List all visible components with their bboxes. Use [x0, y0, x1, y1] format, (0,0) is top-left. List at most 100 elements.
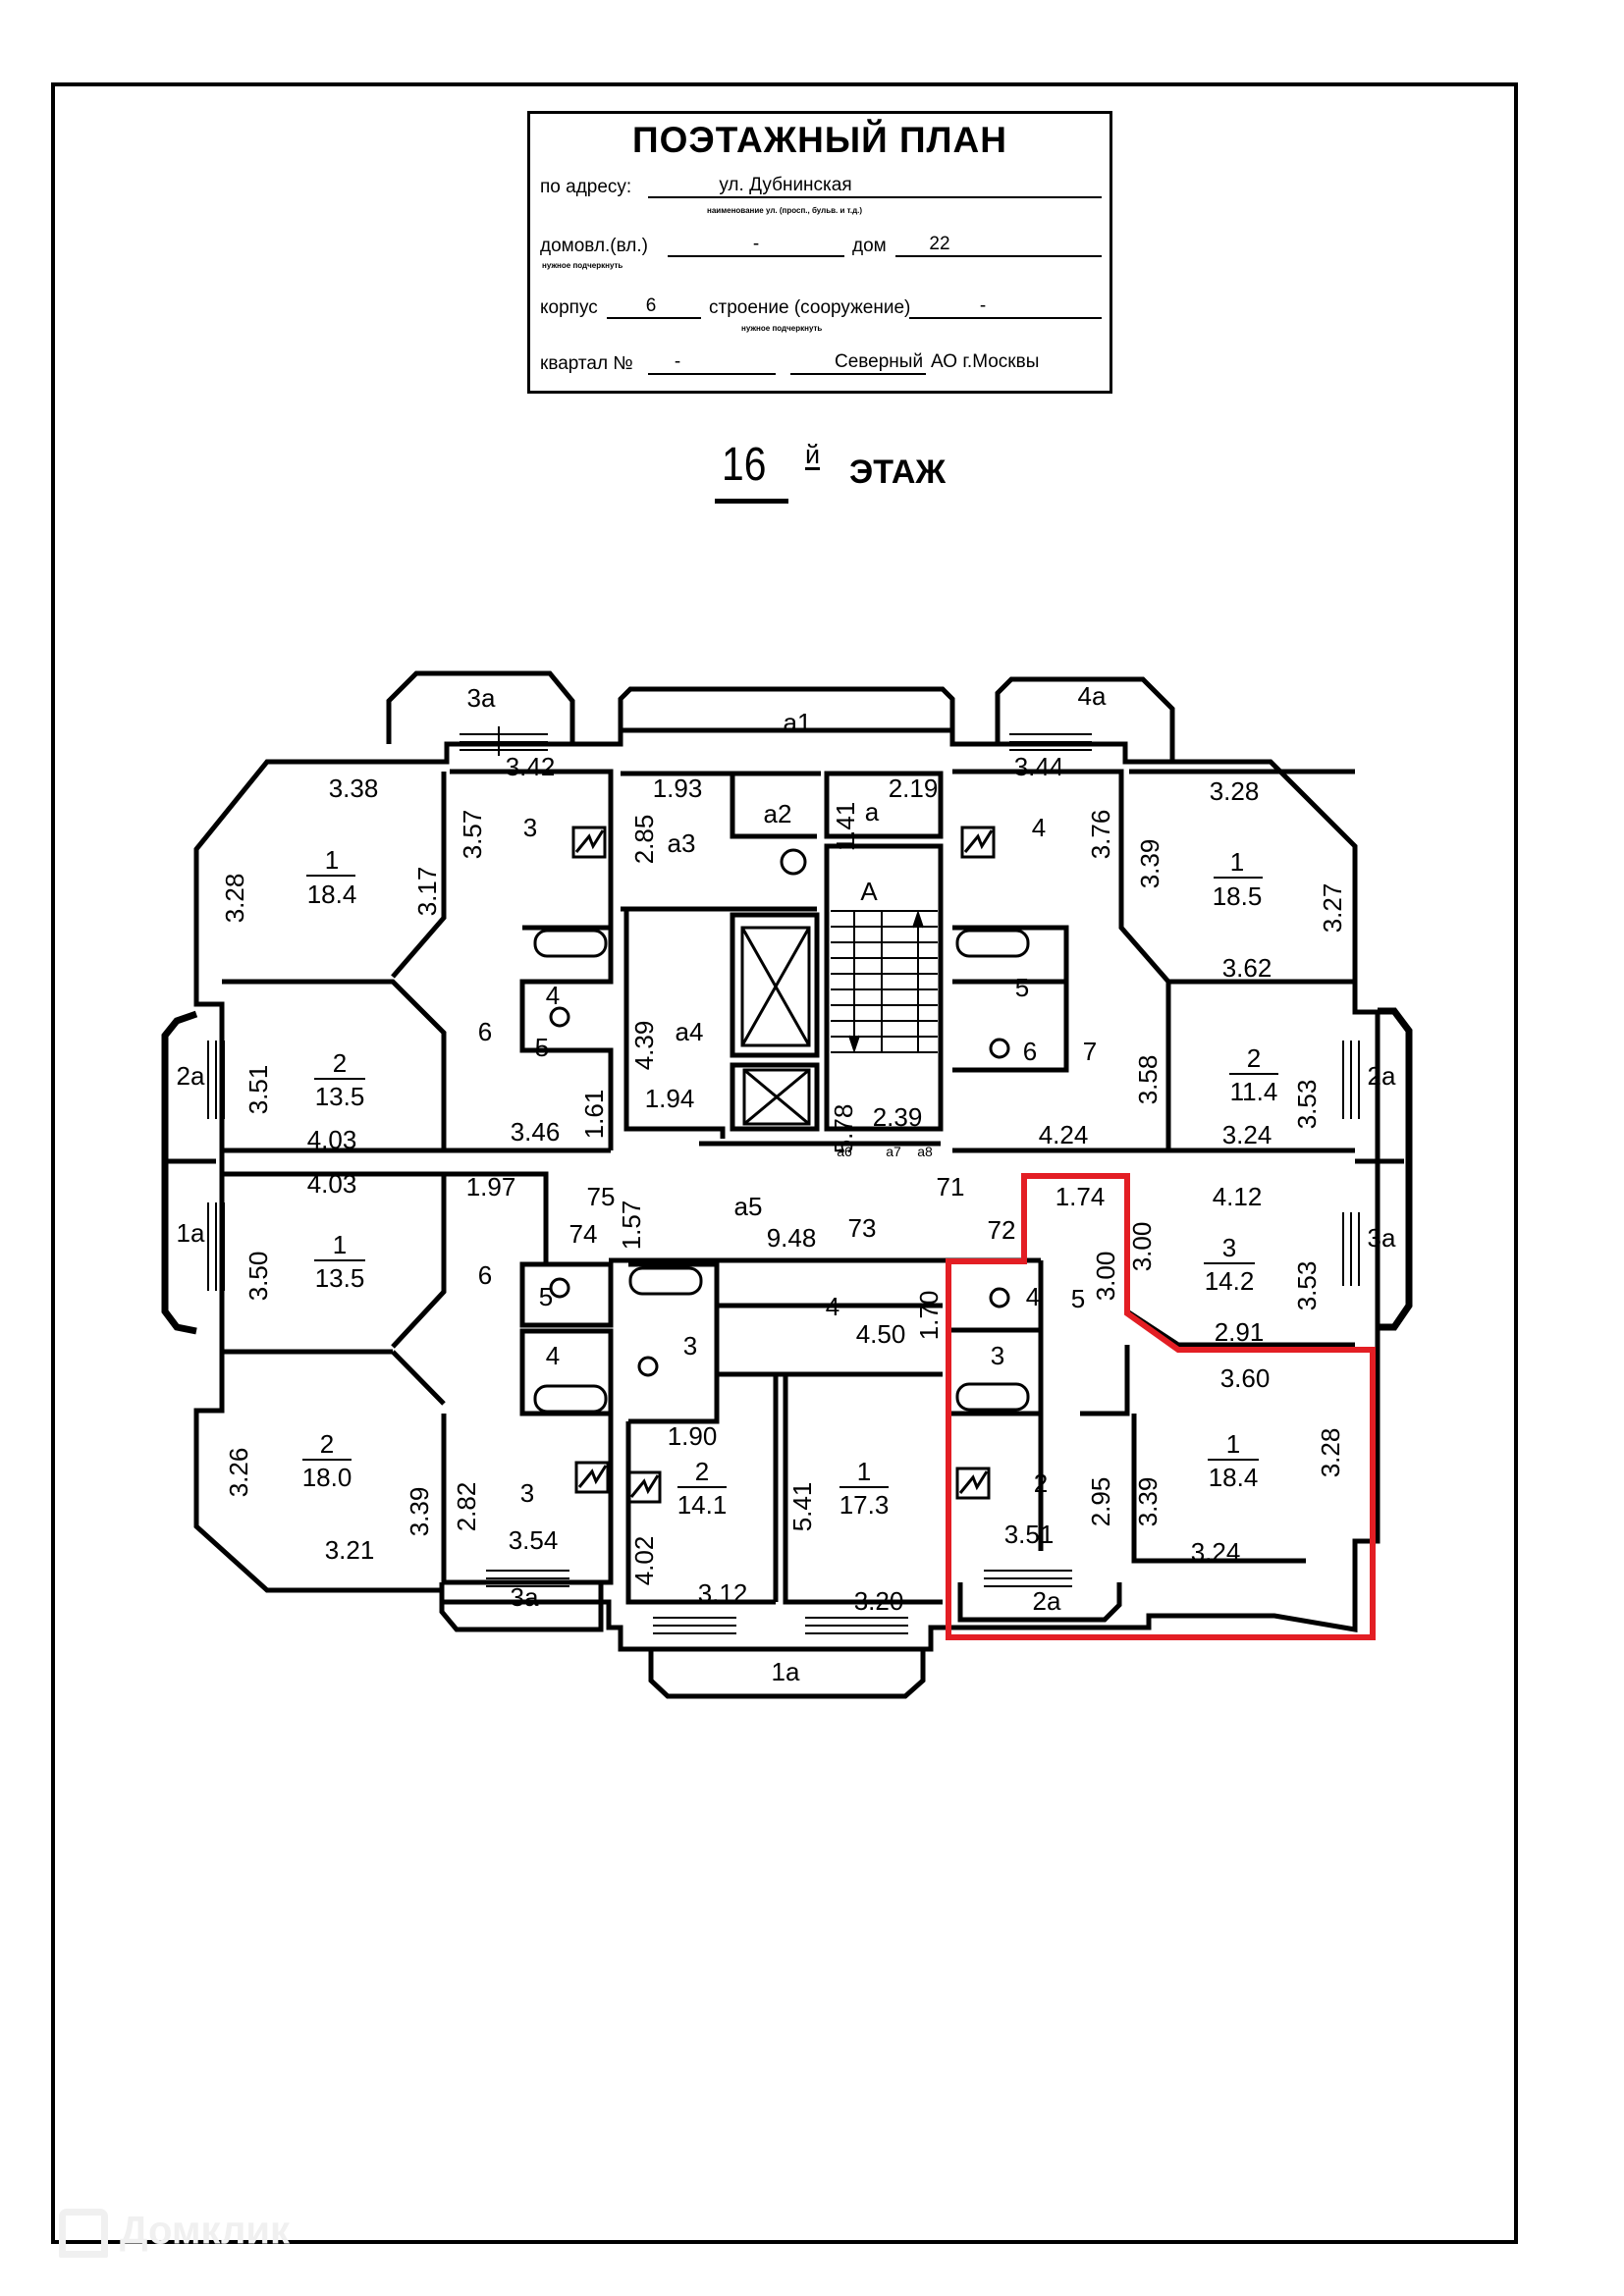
- hl-kitchen-num: 2: [1034, 1468, 1048, 1498]
- ne-room1-num: 1: [1230, 847, 1244, 877]
- domovl-underline: [668, 255, 844, 257]
- w-room2-area: 18.0: [302, 1463, 352, 1492]
- nw-kitchen-dim: 3.57: [458, 810, 487, 860]
- w-room1-area: 13.5: [315, 1263, 365, 1293]
- s-partitions: [609, 1257, 950, 1605]
- window-w-1: [207, 1202, 225, 1291]
- labels: 3а 3.38 3.28 3.17 1 18.4 3.42 3.57 3 4 5…: [177, 681, 1396, 1686]
- balcony-ne: [995, 676, 1175, 762]
- window-nw-kitchen: [460, 726, 548, 756]
- e-loggia-label: 3а: [1368, 1223, 1396, 1253]
- stove-icon-zigzag: [963, 829, 994, 853]
- core-dim: 2.19: [889, 774, 939, 803]
- bathtub-icon: [955, 1382, 1030, 1412]
- ne-room1-area: 18.5: [1213, 881, 1263, 911]
- hl-hall-dim: 1.74: [1056, 1182, 1106, 1211]
- stove-icon: [960, 826, 996, 859]
- kvartal-value: -: [674, 351, 681, 372]
- bathtub-icon: [533, 1384, 608, 1414]
- s-room1-dim: 3.20: [854, 1586, 904, 1616]
- stair-arrow-up-icon: [912, 909, 924, 1052]
- ne-room2-dim: 3.53: [1292, 1080, 1322, 1130]
- loggia-s: [648, 1649, 926, 1699]
- w-kitchen-dim: 3.54: [509, 1525, 559, 1555]
- s-loggia-label: 1а: [772, 1657, 800, 1686]
- stroenie-label: строение (сооружение): [709, 297, 911, 318]
- e-room3-dim: 4.12: [1213, 1182, 1263, 1211]
- stove-icon-zigzag: [577, 1465, 608, 1488]
- toilet-icon: [637, 1356, 659, 1377]
- nw-balcony-label: 3а: [467, 683, 496, 713]
- dom-label: дом: [852, 236, 887, 256]
- stroenie-value: -: [979, 295, 987, 316]
- kvartal-underline: [648, 373, 776, 375]
- floor-number-underline: [715, 499, 788, 504]
- s-room1-area: 17.3: [839, 1490, 890, 1520]
- stair-steps: [831, 910, 938, 1053]
- washbasin-icon: [780, 848, 807, 876]
- bathtub-icon: [533, 929, 608, 958]
- hl-room1-dim: 3.60: [1220, 1363, 1271, 1393]
- s-kitchen-dim: 1.90: [668, 1421, 718, 1451]
- window-sw-kitchen: [486, 1570, 569, 1587]
- core-partitions: [621, 771, 944, 1147]
- stair-arrow-down-icon: [848, 911, 860, 1054]
- hl-loggia-label: 2а: [1033, 1586, 1061, 1616]
- window-ne-kitchen: [1009, 733, 1092, 751]
- e-room3-dim: 2.91: [1215, 1317, 1265, 1347]
- core-dim: 1.41: [831, 802, 860, 852]
- w-room1-dim: 3.50: [244, 1252, 273, 1302]
- stove-icon-zigzag: [629, 1474, 660, 1498]
- e-room3-num: 3: [1222, 1233, 1236, 1262]
- core-dim: 4.39: [629, 1021, 659, 1071]
- ne-room1-dim: 3.28: [1210, 776, 1260, 806]
- w-bath-num: 4: [546, 1341, 560, 1370]
- w-wc-num: 5: [539, 1282, 553, 1311]
- window-s: [653, 1617, 908, 1634]
- hl-room1-dim: 3.39: [1133, 1477, 1163, 1527]
- dom-value: 22: [929, 234, 950, 254]
- window-e-3: [1342, 1212, 1360, 1286]
- nw-partitions: [222, 769, 614, 1153]
- w-room1-num: 1: [333, 1230, 347, 1259]
- ne-partitions: [952, 769, 1355, 1153]
- dom-underline: [895, 255, 1102, 257]
- hl-hall-num: 5: [1071, 1284, 1085, 1313]
- e-room3-area: 14.2: [1205, 1266, 1255, 1296]
- hl-room1-dim: 3.24: [1191, 1537, 1241, 1567]
- nw-hall-num: 6: [478, 1017, 492, 1046]
- korpus-label: корпус: [540, 297, 598, 318]
- ne-kitchen-dim: 3.76: [1086, 810, 1115, 860]
- core-dim: 1.93: [653, 774, 703, 803]
- elevator-small: [742, 1068, 811, 1126]
- ne-kitchen-dim: 3.44: [1014, 752, 1064, 781]
- w-room2-dim: 3.21: [325, 1535, 375, 1565]
- corridor-73: 73: [848, 1213, 877, 1243]
- bathtub-icon: [628, 1266, 703, 1296]
- toilet-icon: [549, 1006, 570, 1028]
- ne-hall-num: 7: [1083, 1037, 1097, 1066]
- floor-number: 16: [722, 439, 767, 491]
- w-room2-num: 2: [320, 1429, 334, 1459]
- nw-room1-dim: 3.28: [220, 874, 249, 924]
- core-a1-label: а1: [784, 708, 812, 737]
- ne-room1-dim: 3.62: [1222, 953, 1272, 983]
- core-a7-label: а7: [886, 1144, 901, 1159]
- core-dim: 5.78: [829, 1104, 858, 1154]
- core-a8-label: а8: [917, 1144, 933, 1159]
- stove-icon: [574, 1461, 610, 1494]
- kvartal-label: квартал №: [540, 353, 633, 374]
- hl-hall-dim: 3.00: [1091, 1252, 1120, 1302]
- ne-loggia-label: 2а: [1368, 1061, 1396, 1091]
- s-hall-num: 4: [826, 1292, 839, 1321]
- house-logo-icon: [59, 2209, 108, 2258]
- ne-hall-dim: 3.58: [1133, 1055, 1163, 1105]
- core-a-label: а: [865, 797, 880, 827]
- highlighted-apartment-outline: [946, 1173, 1376, 1640]
- toilet-icon: [989, 1287, 1010, 1308]
- e-room3-dim: 3.53: [1292, 1261, 1322, 1311]
- nw-room1-num: 1: [325, 845, 339, 875]
- s-kitchen-dim: 4.02: [629, 1536, 659, 1586]
- hl-room1-num: 1: [1226, 1429, 1240, 1459]
